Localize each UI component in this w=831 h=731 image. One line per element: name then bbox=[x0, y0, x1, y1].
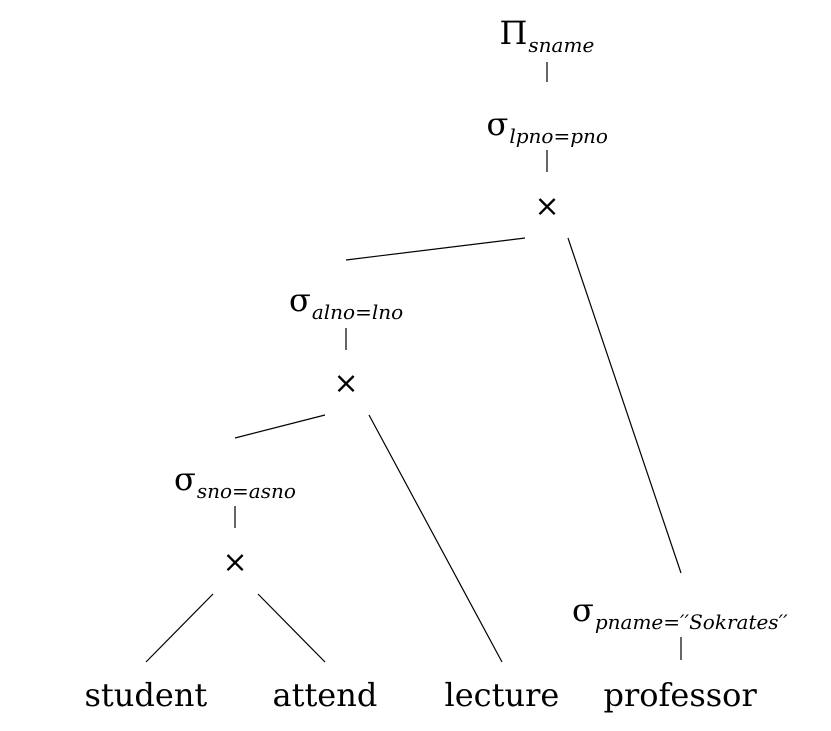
relation-lecture: lecture bbox=[444, 676, 560, 714]
edge-cross-top-select-alno bbox=[345, 237, 526, 261]
selection-symbol: σ bbox=[486, 105, 509, 143]
edge-cross-mid-select-sno bbox=[234, 414, 326, 439]
cross-product-node-mid: × bbox=[333, 366, 359, 401]
projection-node: Πsname bbox=[499, 14, 595, 55]
selection-subscript: lpno=pno bbox=[509, 124, 608, 148]
relation-professor: professor bbox=[603, 676, 757, 714]
selection-node-pname: σpname=′′Sokrates′′ bbox=[572, 591, 788, 632]
relation-student: student bbox=[84, 676, 208, 714]
selection-node-lpno: σlpno=pno bbox=[486, 105, 608, 146]
selection-subscript: sno=asno bbox=[196, 479, 296, 503]
relation-attend: attend bbox=[272, 676, 378, 714]
cross-product-node-bottom: × bbox=[222, 545, 248, 580]
edge-cross-top-select-pname bbox=[567, 237, 682, 574]
edge-cross-bottom-student bbox=[145, 593, 214, 663]
cross-product-node-top: × bbox=[534, 189, 560, 224]
edge-cross-bottom-attend bbox=[257, 593, 326, 663]
edge-cross-mid-lecture bbox=[368, 414, 503, 663]
selection-symbol: σ bbox=[572, 591, 594, 629]
selection-node-alno: σalno=lno bbox=[289, 281, 403, 322]
projection-subscript: sname bbox=[528, 33, 595, 57]
selection-symbol: σ bbox=[289, 281, 311, 319]
selection-symbol: σ bbox=[174, 460, 196, 498]
projection-symbol: Π bbox=[499, 14, 528, 52]
selection-subscript: alno=lno bbox=[311, 300, 404, 324]
selection-subscript: pname=′′Sokrates′′ bbox=[594, 610, 788, 634]
selection-node-sno: σsno=asno bbox=[174, 460, 296, 501]
